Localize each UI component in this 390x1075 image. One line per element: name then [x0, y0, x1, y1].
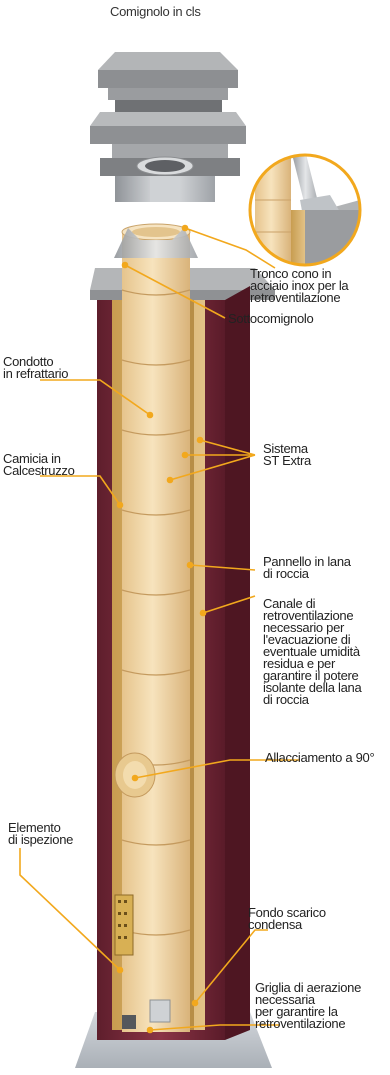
leader-lines [19, 224, 300, 1034]
leader-tronco [181, 224, 276, 269]
leader-condotto [40, 379, 154, 419]
label-pannello: Pannello in lana di roccia [263, 554, 351, 581]
leader-fondo [191, 929, 268, 1007]
leader-griglia [146, 1024, 280, 1034]
label-tronco: Tronco cono in acciaio inox per la retro… [250, 266, 349, 305]
leader-sistema [166, 436, 256, 484]
leader-pannello [186, 561, 256, 571]
title-label: Comignolo in cls [110, 4, 201, 19]
label-sottocomignolo: Sottocomignolo [228, 311, 314, 326]
leader-canale [199, 595, 256, 617]
detail-zoom-circle [248, 153, 362, 267]
label-griglia: Griglia di aerazione necessaria per gara… [255, 980, 362, 1031]
chimney-body [75, 223, 275, 1068]
leader-camicia [40, 475, 124, 509]
leader-sottocomignolo [121, 261, 226, 319]
label-elemento: Elemento di ispezione [8, 820, 74, 847]
label-canale: Canale di retroventilazione necessario p… [263, 596, 362, 707]
concrete-cap [90, 52, 246, 202]
label-condotto: Condotto in refrattario [3, 354, 69, 381]
leader-elemento [19, 848, 124, 974]
leader-allacciamento [131, 759, 300, 782]
label-sistema: Sistema ST Extra [263, 441, 311, 468]
label-camicia: Camicia in Calcestruzzo [3, 451, 75, 478]
label-fondo: Fondo scarico condensa [248, 905, 326, 932]
label-allacciamento: Allacciamento a 90° [265, 750, 375, 765]
